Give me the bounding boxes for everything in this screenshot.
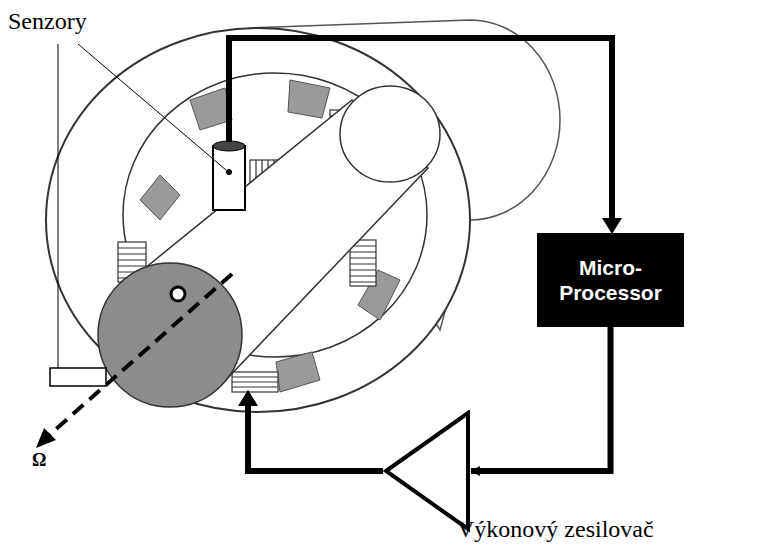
coil (232, 372, 278, 392)
pole (190, 88, 232, 130)
pole (276, 352, 320, 392)
processor-label: Micro- Processor (545, 255, 676, 305)
leader-line (78, 44, 226, 170)
rotor (36, 86, 440, 448)
rotor-marker (171, 287, 185, 301)
stator-ring (46, 28, 470, 412)
sensors (50, 44, 245, 386)
wire-arrowhead (238, 390, 258, 406)
sensor-top (213, 141, 245, 151)
pole (140, 175, 180, 220)
rotor-back (340, 86, 440, 182)
coil-winding (232, 377, 278, 387)
signal-connector (471, 327, 611, 471)
pole (288, 80, 330, 118)
amplifier-triangle: Výkonový zesilovač (383, 410, 471, 532)
rotor-axis (48, 274, 232, 436)
wire-arrowhead (602, 218, 622, 234)
sensor-label: Senzory (8, 8, 87, 35)
sensor (50, 368, 106, 386)
rotation-symbol: Ω (32, 450, 46, 471)
processor-box: Micro- Processor (537, 233, 684, 327)
amplifier-outline (386, 413, 468, 529)
amplifier-label: Výkonový zesilovač (457, 516, 654, 543)
coil (350, 240, 376, 286)
sensor-dot (226, 169, 232, 175)
rotor-face (98, 263, 242, 407)
sensor (213, 146, 245, 210)
drive-wire (248, 404, 383, 471)
sensor-wire (229, 38, 612, 220)
amplifier-symbol (383, 410, 471, 532)
leader-line (58, 44, 59, 368)
coil-winding (350, 246, 376, 282)
axis-arrowhead (36, 428, 56, 448)
